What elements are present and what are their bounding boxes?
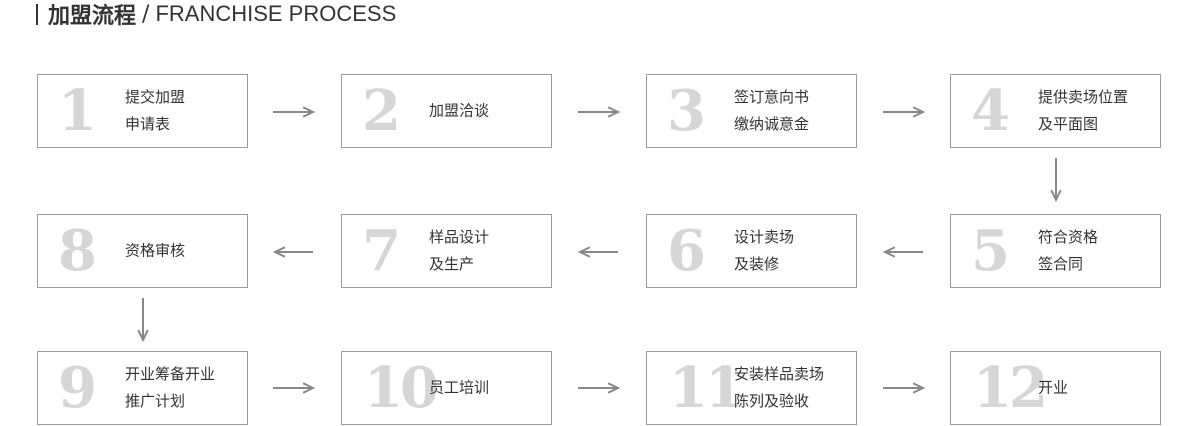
arrow-left-icon bbox=[577, 246, 618, 258]
step-label-line: 提供卖场位置 bbox=[1038, 88, 1129, 106]
step-label: 安装样品卖场陈列及验收 bbox=[734, 361, 824, 415]
step-label: 提交加盟申请表 bbox=[125, 84, 185, 138]
process-step-4: 4 提供卖场位置及平面图 bbox=[950, 74, 1161, 148]
section-header: 加盟流程 / FRANCHISE PROCESS bbox=[36, 0, 397, 29]
step-label-line: 资格审核 bbox=[125, 241, 186, 260]
process-step-9: 9 开业筹备开业推广计划 bbox=[37, 351, 248, 425]
step-label-line: 员工培训 bbox=[429, 378, 490, 397]
step-number: 5 bbox=[971, 218, 1010, 284]
arrow-right-icon bbox=[273, 106, 316, 118]
step-label-line: 申请表 bbox=[125, 115, 171, 133]
step-label: 设计卖场及装修 bbox=[734, 224, 794, 278]
arrow-right-icon bbox=[883, 382, 926, 394]
step-label-line: 设计卖场 bbox=[734, 228, 795, 246]
arrow-left-icon bbox=[272, 246, 313, 258]
step-number: 6 bbox=[667, 218, 706, 284]
process-step-2: 2 加盟洽谈 bbox=[341, 74, 552, 148]
step-label-line: 签合同 bbox=[1038, 255, 1084, 273]
step-label: 加盟洽谈 bbox=[429, 98, 489, 125]
step-number: 2 bbox=[362, 78, 401, 144]
step-label: 员工培训 bbox=[429, 375, 489, 402]
process-step-7: 7 样品设计及生产 bbox=[341, 214, 552, 288]
step-label: 符合资格签合同 bbox=[1038, 224, 1098, 278]
process-step-8: 8 资格审核 bbox=[37, 214, 248, 288]
step-label-line: 签订意向书 bbox=[734, 88, 810, 106]
step-number: 7 bbox=[362, 218, 401, 284]
process-step-3: 3 签订意向书缴纳诚意金 bbox=[646, 74, 857, 148]
step-label: 开业 bbox=[1038, 375, 1068, 402]
header-title-en: FRANCHISE PROCESS bbox=[155, 1, 397, 26]
step-label-line: 安装样品卖场 bbox=[734, 365, 825, 383]
step-number: 8 bbox=[58, 218, 97, 284]
arrow-down-icon bbox=[137, 298, 149, 343]
step-label-line: 符合资格 bbox=[1038, 228, 1099, 246]
step-label-line: 推广计划 bbox=[125, 392, 186, 410]
header-accent-bar bbox=[36, 3, 38, 25]
step-label-line: 开业 bbox=[1038, 378, 1069, 397]
arrow-right-icon bbox=[883, 106, 926, 118]
step-label-line: 开业筹备开业 bbox=[125, 365, 216, 383]
step-number: 11 bbox=[669, 355, 744, 421]
step-label-line: 加盟洽谈 bbox=[429, 101, 490, 120]
step-number: 3 bbox=[667, 78, 706, 144]
arrow-right-icon bbox=[273, 382, 316, 394]
header-title-cn: 加盟流程 bbox=[48, 4, 137, 29]
arrow-down-icon bbox=[1050, 158, 1062, 203]
process-step-1: 1 提交加盟申请表 bbox=[37, 74, 248, 148]
step-label: 开业筹备开业推广计划 bbox=[125, 361, 215, 415]
arrow-right-icon bbox=[578, 106, 621, 118]
step-number: 9 bbox=[58, 355, 97, 421]
step-label-line: 及生产 bbox=[429, 255, 475, 273]
step-number: 12 bbox=[973, 355, 1048, 421]
step-label: 签订意向书缴纳诚意金 bbox=[734, 84, 809, 138]
step-label-line: 缴纳诚意金 bbox=[734, 115, 810, 133]
step-label: 提供卖场位置及平面图 bbox=[1038, 84, 1128, 138]
step-label-line: 样品设计 bbox=[429, 228, 490, 246]
step-label-line: 陈列及验收 bbox=[734, 392, 810, 410]
step-number: 4 bbox=[971, 78, 1010, 144]
step-number: 1 bbox=[58, 78, 97, 144]
process-step-6: 6 设计卖场及装修 bbox=[646, 214, 857, 288]
step-label-line: 及装修 bbox=[734, 255, 780, 273]
arrow-right-icon bbox=[578, 382, 621, 394]
step-label-line: 及平面图 bbox=[1038, 115, 1099, 133]
process-step-5: 5 符合资格签合同 bbox=[950, 214, 1161, 288]
step-label: 资格审核 bbox=[125, 238, 185, 265]
step-number: 10 bbox=[364, 355, 439, 421]
step-label-line: 提交加盟 bbox=[125, 88, 186, 106]
arrow-left-icon bbox=[882, 246, 923, 258]
header-separator: / bbox=[142, 1, 150, 27]
step-label: 样品设计及生产 bbox=[429, 224, 489, 278]
